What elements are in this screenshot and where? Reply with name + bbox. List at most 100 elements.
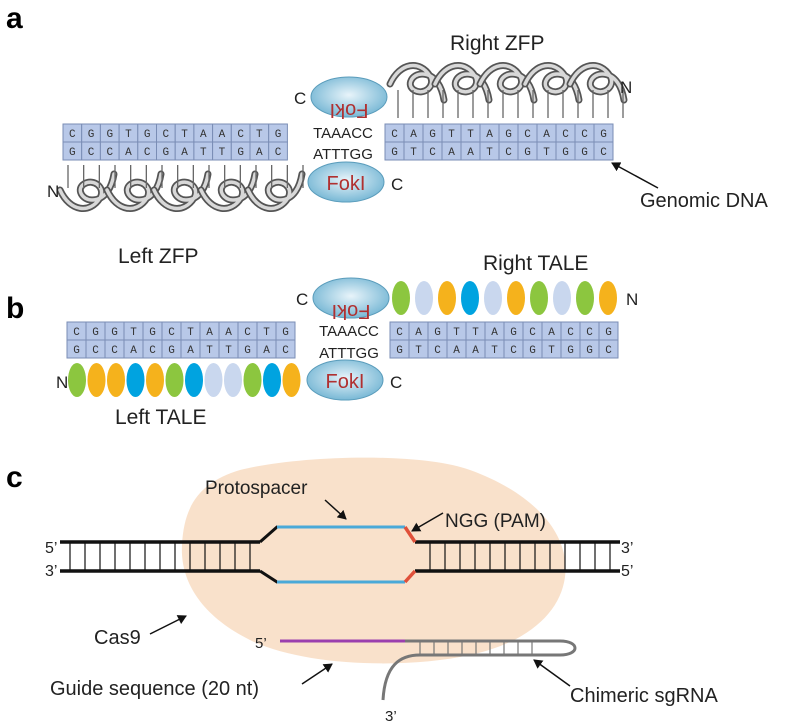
dna-base: C	[106, 147, 113, 159]
left-zfp-protein	[56, 165, 306, 212]
dna-base: T	[219, 147, 226, 159]
tale-repeat	[392, 281, 410, 315]
dna-box	[268, 141, 288, 161]
left-tale-c-terminus: C	[390, 373, 402, 392]
tale-repeat	[107, 363, 125, 397]
dna-base: A	[225, 327, 232, 339]
right-zfp-n-terminus: N	[620, 78, 632, 97]
dna-base: C	[524, 129, 531, 141]
right-tale-c-terminus: C	[296, 290, 308, 309]
tale-repeat	[553, 281, 571, 315]
dna-base: C	[92, 345, 99, 357]
dna-base: C	[144, 147, 151, 159]
dna-base: C	[168, 327, 175, 339]
dna-base: C	[529, 327, 536, 339]
tale-repeat	[484, 281, 502, 315]
dna-base: A	[187, 345, 194, 357]
dna-base: C	[275, 147, 282, 159]
dna-base: T	[486, 147, 493, 159]
foki-right-domain-tale: FokI	[312, 277, 390, 322]
panel-a-label: a	[6, 2, 23, 35]
dna-base: G	[429, 129, 436, 141]
dna-base: T	[225, 345, 232, 357]
tale-repeat	[224, 363, 242, 397]
right-zfp-label: Right ZFP	[450, 32, 545, 55]
left-tale-n-terminus: N	[56, 373, 68, 392]
dna-base: G	[168, 345, 175, 357]
dna-base: A	[263, 345, 270, 357]
dna-base: G	[69, 147, 76, 159]
zinc-finger-highlight	[388, 63, 446, 102]
spacer-bottom-sequence: ATTTGG	[313, 146, 373, 163]
dna-base: A	[448, 147, 455, 159]
dna-base: C	[237, 129, 244, 141]
dna-base: C	[88, 147, 95, 159]
cas9-protein	[181, 457, 566, 664]
dna-base: G	[434, 327, 441, 339]
dna-base: G	[562, 147, 569, 159]
cas9-label: Cas9	[94, 627, 141, 649]
dna-base: A	[130, 345, 137, 357]
dna-base: T	[472, 327, 479, 339]
panel-c: c Protospacer NGG (PAM) 5’ 3’ 3’ 5’ Cas9…	[6, 457, 718, 725]
dna-box	[598, 339, 619, 359]
dna-base: G	[237, 147, 244, 159]
dna-base: A	[415, 327, 422, 339]
dna-base: T	[491, 345, 498, 357]
dna-base: C	[282, 345, 289, 357]
tale-repeat	[204, 363, 223, 397]
right-zfp-protein	[386, 62, 628, 118]
left-tale-label: Left TALE	[115, 406, 206, 429]
dna-base: T	[467, 129, 474, 141]
tale-repeat	[282, 363, 301, 397]
right-tale-repeats	[392, 281, 617, 315]
dna-base: G	[73, 345, 80, 357]
dna-base: G	[88, 129, 95, 141]
dna-base: T	[548, 345, 555, 357]
tale-repeat	[68, 363, 86, 397]
dna-base: T	[453, 327, 460, 339]
protospacer-label: Protospacer	[205, 478, 308, 499]
tale-repeat	[146, 363, 164, 397]
dna-base: A	[467, 147, 474, 159]
dna-base: G	[567, 345, 574, 357]
foki-left-domain: FokI	[307, 161, 385, 203]
foki-right-domain: FokI	[310, 76, 388, 121]
sgrna-arrow	[533, 659, 571, 687]
tale-repeat	[415, 281, 433, 315]
tale-repeat	[530, 281, 548, 315]
pam-bottom	[403, 569, 417, 584]
dna-base: G	[396, 345, 403, 357]
zinc-finger-highlight	[433, 63, 491, 102]
dna-base: G	[510, 327, 517, 339]
dna-base: C	[605, 345, 612, 357]
dna-base: G	[244, 345, 251, 357]
foki-left-label: FokI	[327, 173, 366, 195]
foki-left-domain-tale: FokI	[306, 359, 384, 401]
left-foki-c-terminus: C	[391, 175, 403, 194]
left-zfp-n-terminus: N	[47, 182, 59, 201]
dna-base: G	[581, 147, 588, 159]
dna-base: A	[491, 327, 498, 339]
dna-base: G	[144, 129, 151, 141]
dna-base: A	[200, 129, 207, 141]
dna-base: A	[453, 345, 460, 357]
dna-base: C	[244, 327, 251, 339]
sgrna-3-prime-end: 3’	[385, 708, 397, 725]
zinc-finger-highlight	[478, 63, 536, 102]
spacer-bottom-sequence-b: ATTTGG	[319, 345, 379, 362]
dna-base: C	[434, 345, 441, 357]
dna-base: T	[130, 327, 137, 339]
dna-base: C	[505, 147, 512, 159]
chimeric-sgrna	[280, 639, 577, 701]
dna-base: G	[163, 147, 170, 159]
dna-box	[275, 339, 296, 359]
dna-base: G	[505, 129, 512, 141]
dna-base: A	[219, 129, 226, 141]
dna-base: C	[510, 345, 517, 357]
